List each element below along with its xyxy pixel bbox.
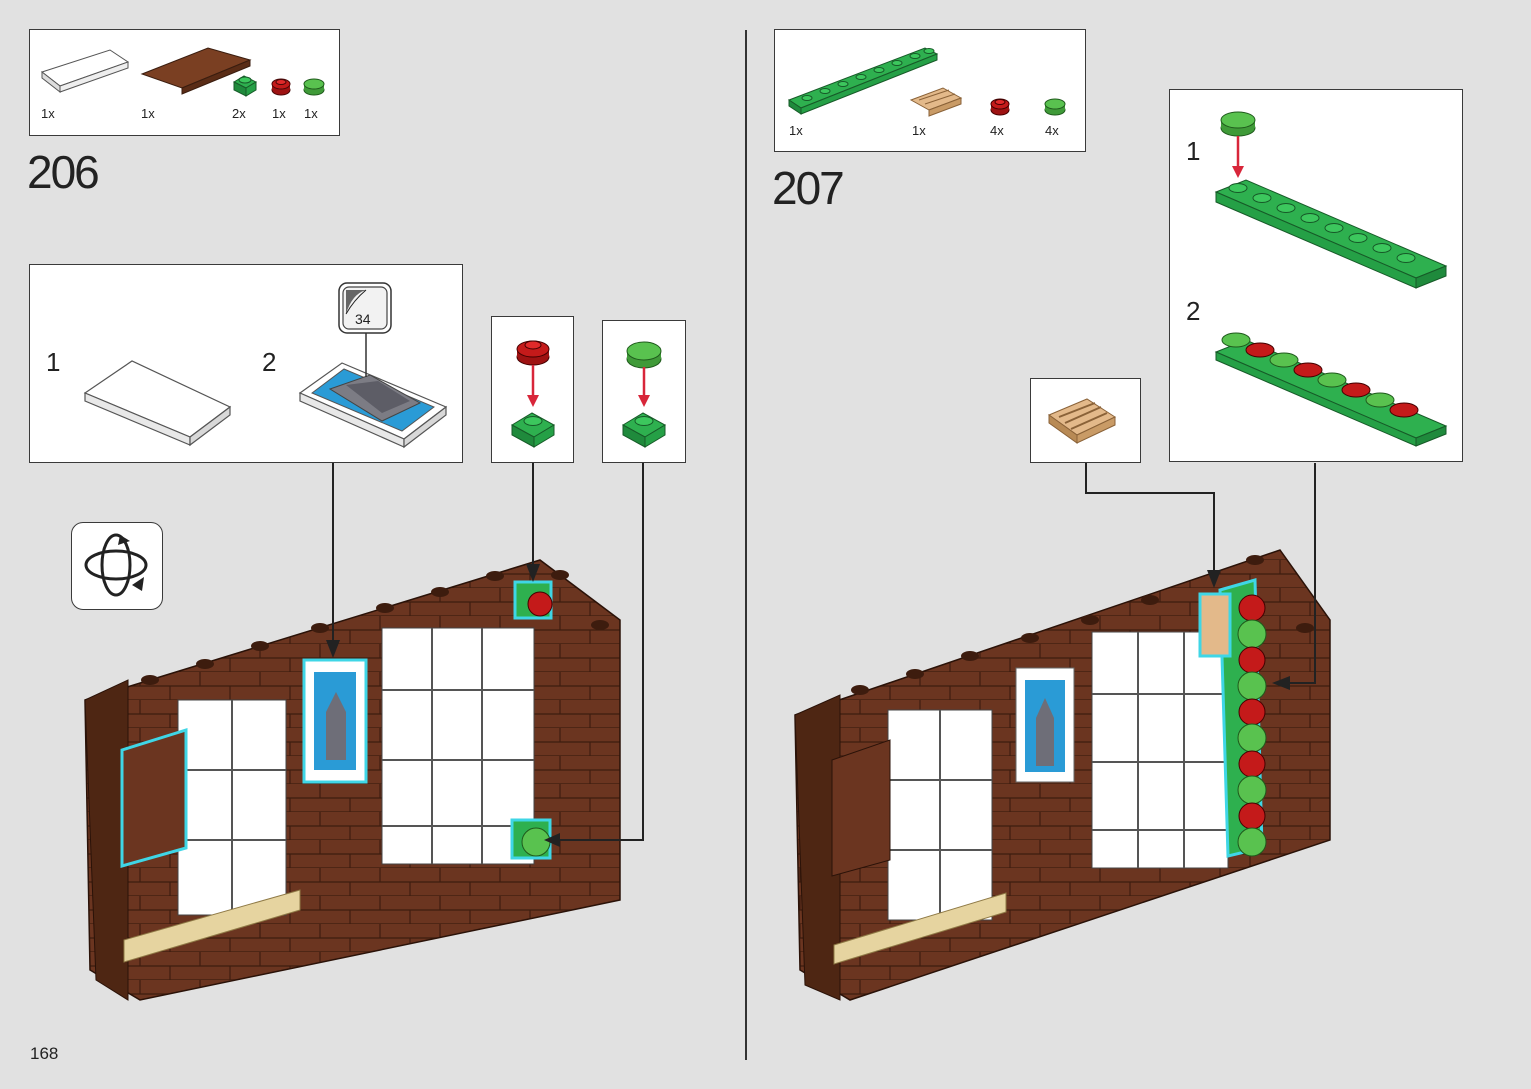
step-206-wall-model [84, 559, 621, 1001]
qty-red-round-plate: 4x [990, 123, 1004, 138]
left-window [887, 709, 993, 921]
sticker-application-illustration [83, 325, 448, 449]
qty-white-tile: 1x [41, 106, 55, 121]
green-stack-illustration [621, 341, 667, 448]
substep-2-label: 2 [1186, 296, 1201, 326]
sticker-sign-highlight [302, 658, 368, 784]
page-divider [745, 30, 747, 1060]
qty-tan-grille: 1x [912, 123, 926, 138]
green-round-plate-part [1220, 111, 1256, 137]
red-arrow-head [1232, 166, 1244, 178]
red-stack-illustration [510, 340, 556, 448]
sticker-number: 34 [355, 311, 371, 327]
left-window [177, 699, 287, 916]
tan-grille-illustration [1047, 398, 1117, 444]
step-207-subassembly: 1 2 [1169, 89, 1463, 462]
step-207-wall-model [794, 549, 1331, 1001]
substep-1-label: 1 [1186, 136, 1201, 166]
red-round-plate-part [990, 98, 1010, 116]
brown-tile-highlight [120, 727, 188, 868]
qty-red-round-plate: 1x [272, 106, 286, 121]
green-plate-assembly-illustration [1214, 111, 1448, 447]
sticker-sheet-icon [338, 282, 392, 334]
green-plate-part [621, 412, 667, 448]
tan-grille-highlight [1198, 592, 1232, 658]
qty-green-round-plate: 1x [304, 106, 318, 121]
red-round-plate-part [271, 78, 291, 96]
right-window [381, 627, 535, 865]
step-206-callout-green-stack [602, 320, 686, 463]
qty-brown-tile: 1x [141, 106, 155, 121]
red-arrow-head [527, 395, 539, 407]
substep-2-label: 2 [262, 347, 277, 377]
page-number: 168 [30, 1044, 59, 1063]
green-plate-1x8-part [787, 47, 939, 115]
green-plate-1x8-part [1214, 179, 1448, 289]
step-207-number: 207 [772, 162, 845, 214]
sticker-sheet-reference: 34 [338, 282, 392, 334]
step-206-parts-illustration [40, 47, 325, 97]
step-207-parts-list: 1x 1x 4x 4x [774, 29, 1086, 152]
green-plate-1x1-part [232, 75, 258, 97]
substep-1-label: 1 [46, 347, 61, 377]
bright-green-round-plate-part [303, 78, 325, 96]
step-206-connector-lines [332, 463, 644, 841]
round-plates-column [1237, 594, 1267, 857]
qty-green-round-plate: 4x [1045, 123, 1059, 138]
step-207-parts-illustration [787, 47, 1066, 117]
stickered-tile-part [298, 325, 448, 449]
step-206-parts-list: 1x 1x 2x 1x 1x [29, 29, 340, 136]
rotate-arrows-icon [84, 533, 148, 597]
white-tile-2x4-part [40, 49, 130, 94]
qty-green-plate-1x8: 1x [789, 123, 803, 138]
brown-tile-2x6-part [140, 47, 252, 95]
step-207-callout-grille [1030, 378, 1141, 463]
white-tile-part [83, 360, 232, 447]
right-window [1091, 631, 1229, 869]
bright-green-round-plate-part [626, 341, 662, 369]
assembled-plate-with-rounds [1214, 332, 1448, 447]
step-206-callout-red-stack [491, 316, 574, 463]
tan-grille-tile-part [909, 87, 963, 117]
red-round-plate-part [516, 340, 550, 366]
step-206-number: 206 [27, 146, 100, 198]
green-plate-part [510, 412, 556, 448]
sticker-sign [1015, 667, 1075, 783]
qty-green-plate: 2x [232, 106, 246, 121]
red-arrow-head [638, 395, 650, 407]
rotate-model-icon [71, 522, 163, 610]
step-207-connector-lines [1085, 463, 1316, 684]
bright-green-round-plate-part [1044, 98, 1066, 116]
